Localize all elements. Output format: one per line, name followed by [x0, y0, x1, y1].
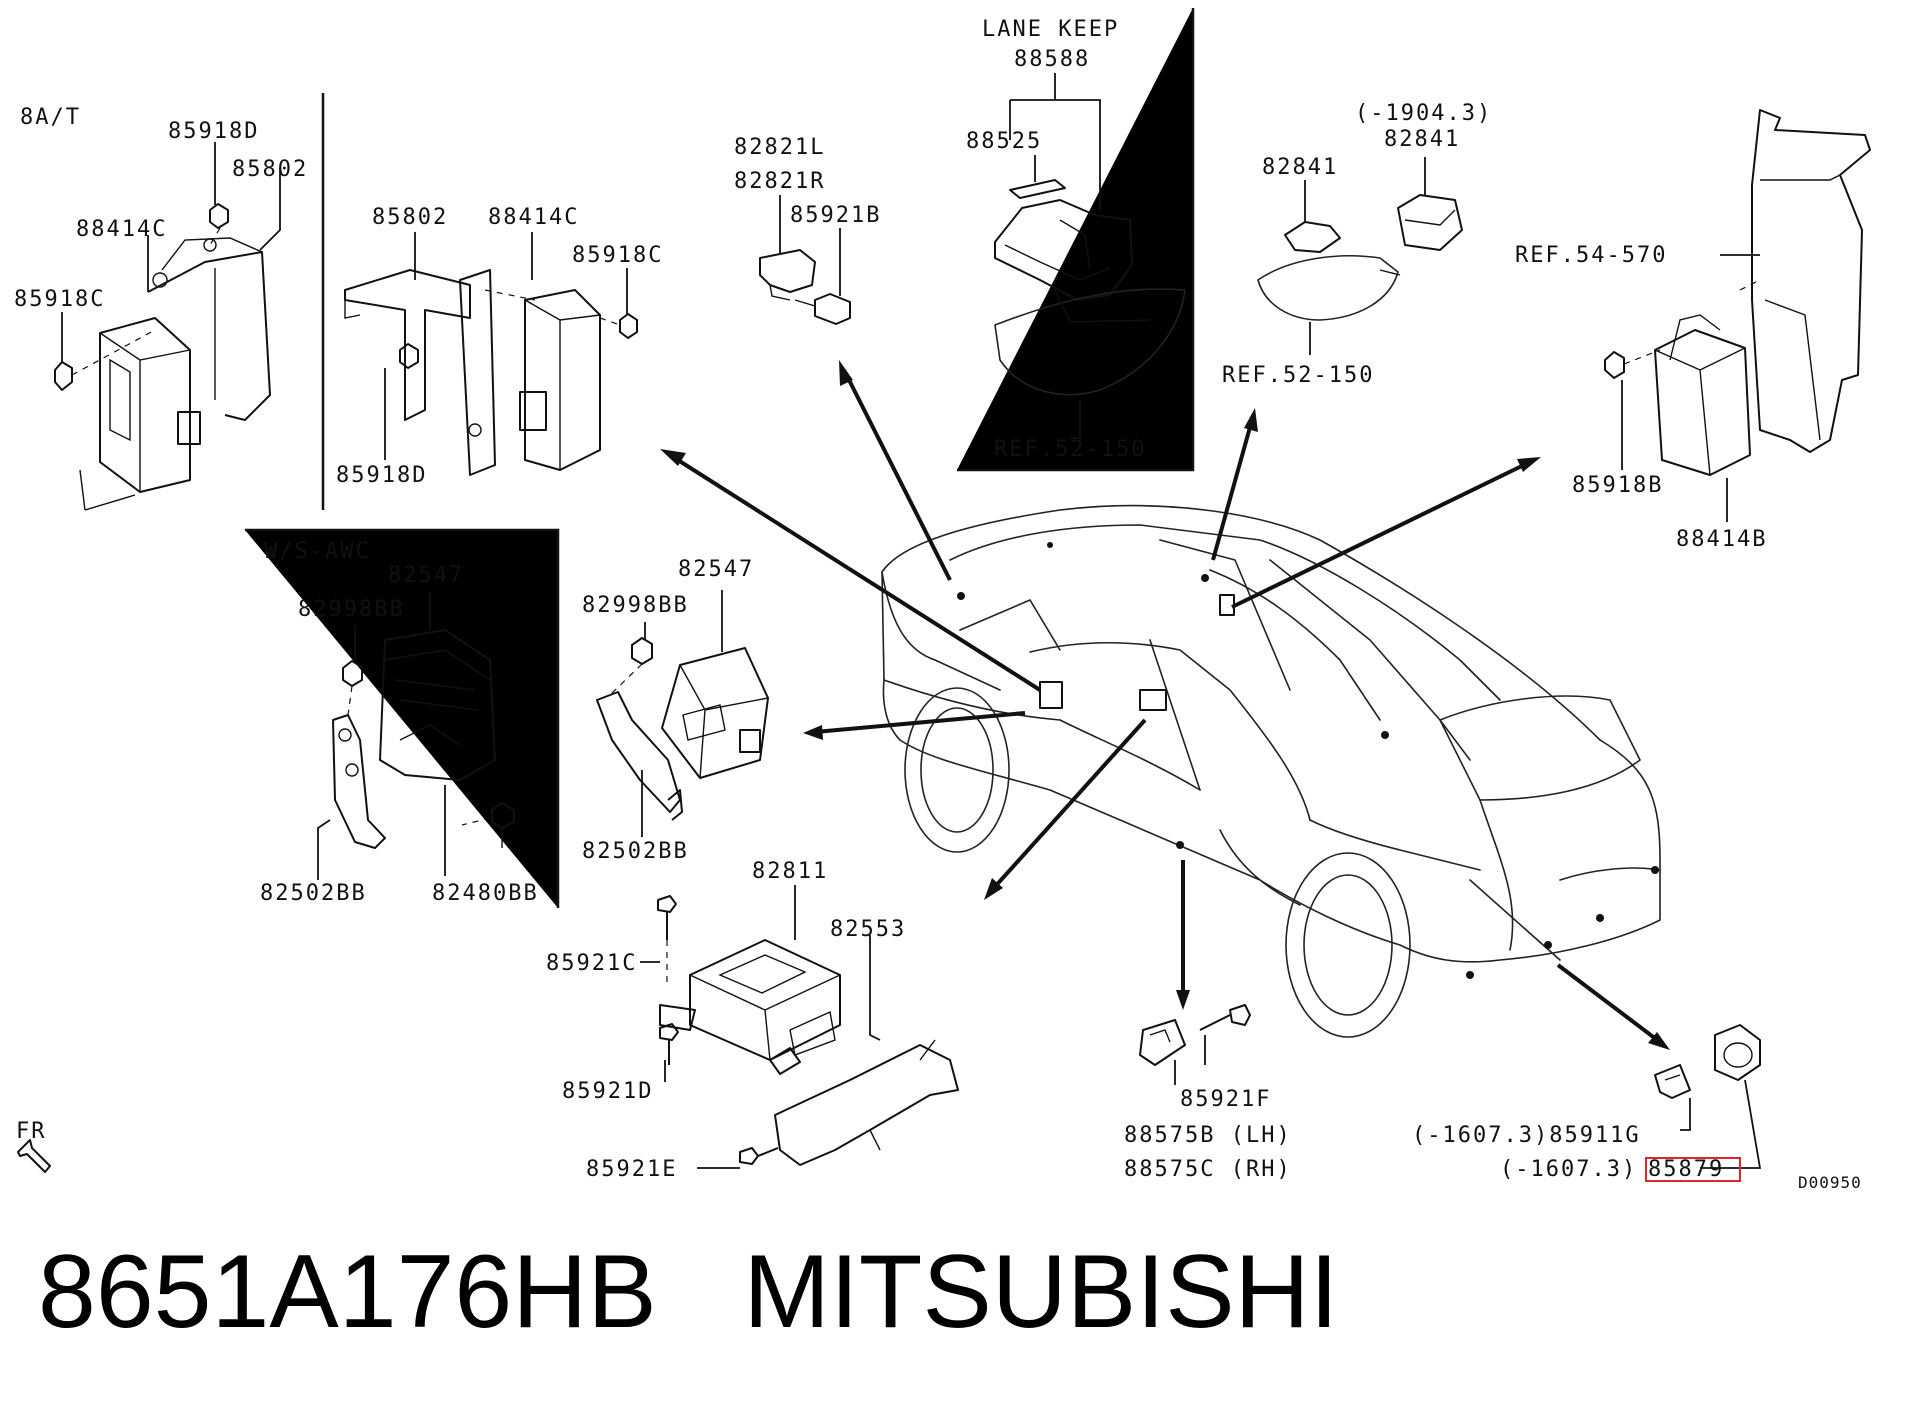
- part-82811-srs-ecu: [659, 885, 959, 1166]
- label-82811: 82811: [752, 859, 828, 884]
- part-82841-unit: [1257, 157, 1463, 355]
- part-85879-parking-sensor: [1654, 1024, 1762, 1169]
- label-82553: 82553: [830, 917, 906, 942]
- label-82547-a: 82547: [388, 563, 464, 588]
- label-82502BB-b: 82502BB: [582, 839, 689, 864]
- part-82547-awc-ecu-left: [317, 592, 515, 880]
- part-88588-lane-keep-camera: [994, 73, 1186, 439]
- highlight-box-85879: [1645, 1157, 1741, 1182]
- label-88588: 88588: [1014, 47, 1090, 72]
- label-ref-52-150-b: REF.52-150: [1222, 363, 1374, 388]
- label-85918D-a: 85918D: [168, 119, 259, 144]
- pointer-arrows: [660, 360, 1670, 1050]
- label-88414C-b: 88414C: [488, 205, 579, 230]
- labels: 8A/T 85918D 85802 88414C 85918C 85802 88…: [14, 17, 1862, 1192]
- label-1607-b: (-1607.3): [1500, 1157, 1637, 1182]
- label-85921D: 85921D: [562, 1079, 653, 1104]
- part-82821-sensor: [759, 195, 851, 325]
- label-82998BB-b: 82998BB: [582, 593, 689, 618]
- label-ref-54-570: REF.54-570: [1515, 243, 1667, 268]
- drawing-code: D00950: [1798, 1173, 1862, 1192]
- part-82547-awc-ecu-center: [596, 590, 769, 837]
- label-82841-a: 82841: [1262, 155, 1338, 180]
- label-82821R: 82821R: [734, 169, 825, 194]
- label-85921C: 85921C: [546, 951, 637, 976]
- label-85918C-b: 85918C: [572, 243, 663, 268]
- frame-wsawc: [245, 528, 560, 908]
- label-85879: 85879: [1648, 1157, 1724, 1182]
- label-lane-keep: LANE KEEP: [982, 17, 1119, 42]
- label-85911G: (-1607.3)85911G: [1412, 1123, 1641, 1148]
- label-88414B: 88414B: [1676, 527, 1767, 552]
- label-fr: FR: [16, 1119, 47, 1144]
- part-88414C-ecu-center-left: [344, 269, 638, 476]
- label-82821L: 82821L: [734, 135, 825, 160]
- part-88414B-ecu-right: [1604, 109, 1871, 522]
- part-88414C-ecu-left: [54, 203, 271, 511]
- part-number-title: 8651A176HB MITSUBISHI: [38, 1234, 1339, 1350]
- leaders-8at: [61, 142, 628, 460]
- label-82480BB: 82480BB: [432, 881, 539, 906]
- label-85918B: 85918B: [1572, 473, 1663, 498]
- label-82502BB-a: 82502BB: [260, 881, 367, 906]
- section-label-wsawc: W/S-AWC: [264, 539, 371, 564]
- bolts: [640, 895, 1251, 1169]
- label-85921E: 85921E: [586, 1157, 677, 1182]
- label-85921B: 85921B: [790, 203, 881, 228]
- label-82547-b: 82547: [678, 557, 754, 582]
- label-88414C-a: 88414C: [76, 217, 167, 242]
- label-85918C-a: 85918C: [14, 287, 105, 312]
- label-85918D-b: 85918D: [336, 463, 427, 488]
- label-85921F: 85921F: [1180, 1087, 1271, 1112]
- label-88575B: 88575B (LH): [1124, 1123, 1292, 1148]
- label-82841-b: 82841: [1384, 127, 1460, 152]
- label-85802-a: 85802: [232, 157, 308, 182]
- label-1904: (-1904.3): [1355, 101, 1492, 126]
- label-88525: 88525: [966, 129, 1042, 154]
- frame-lane-keep: [957, 8, 1195, 472]
- front-direction-icon: [17, 1139, 51, 1173]
- label-85802-b: 85802: [372, 205, 448, 230]
- label-ref-52-150-a: REF.52-150: [994, 437, 1146, 462]
- label-88575C: 88575C (RH): [1124, 1157, 1292, 1182]
- vehicle-outline: [881, 504, 1661, 1038]
- label-82998BB-a: 82998BB: [298, 597, 405, 622]
- section-label-8at: 8A/T: [20, 105, 81, 130]
